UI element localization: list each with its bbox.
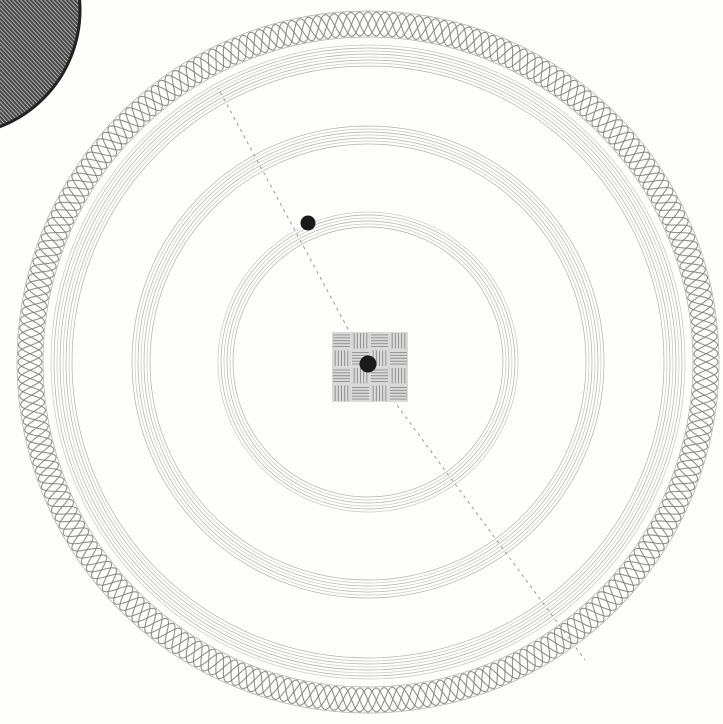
center-dot (360, 356, 377, 373)
orbit-dot (301, 216, 316, 231)
